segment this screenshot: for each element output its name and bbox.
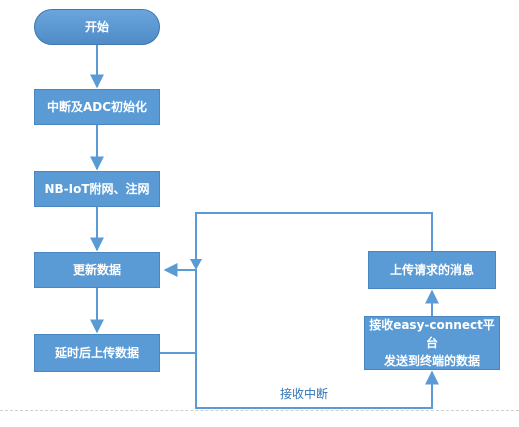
node-report-label: 上传请求的消息 [389,263,474,277]
node-start-label: 开始 [84,20,109,34]
arrow-interrupt-to-receive [195,353,439,409]
arrow-upload-to-update [159,263,197,354]
arrow-report-to-update [195,212,433,262]
node-receive-label: 接收easy-connect平台 发送到终端的数据 [369,318,495,368]
node-receive: 接收easy-connect平台 发送到终端的数据 [364,316,500,370]
arrow-report-to-update-head [190,259,202,270]
node-start: 开始 [34,9,160,45]
node-init-label: 中断及ADC初始化 [46,100,148,114]
node-attach-label: NB-IoT附网、注网 [44,182,150,196]
node-init: 中断及ADC初始化 [34,89,160,125]
node-upload-label: 延时后上传数据 [54,346,139,360]
node-update-label: 更新数据 [72,263,121,277]
node-update: 更新数据 [34,252,160,288]
page-divider [0,410,519,411]
node-attach: NB-IoT附网、注网 [34,171,160,207]
edge-label-interrupt: 接收中断 [280,387,329,401]
node-upload: 延时后上传数据 [34,334,160,372]
node-report: 上传请求的消息 [368,251,496,289]
